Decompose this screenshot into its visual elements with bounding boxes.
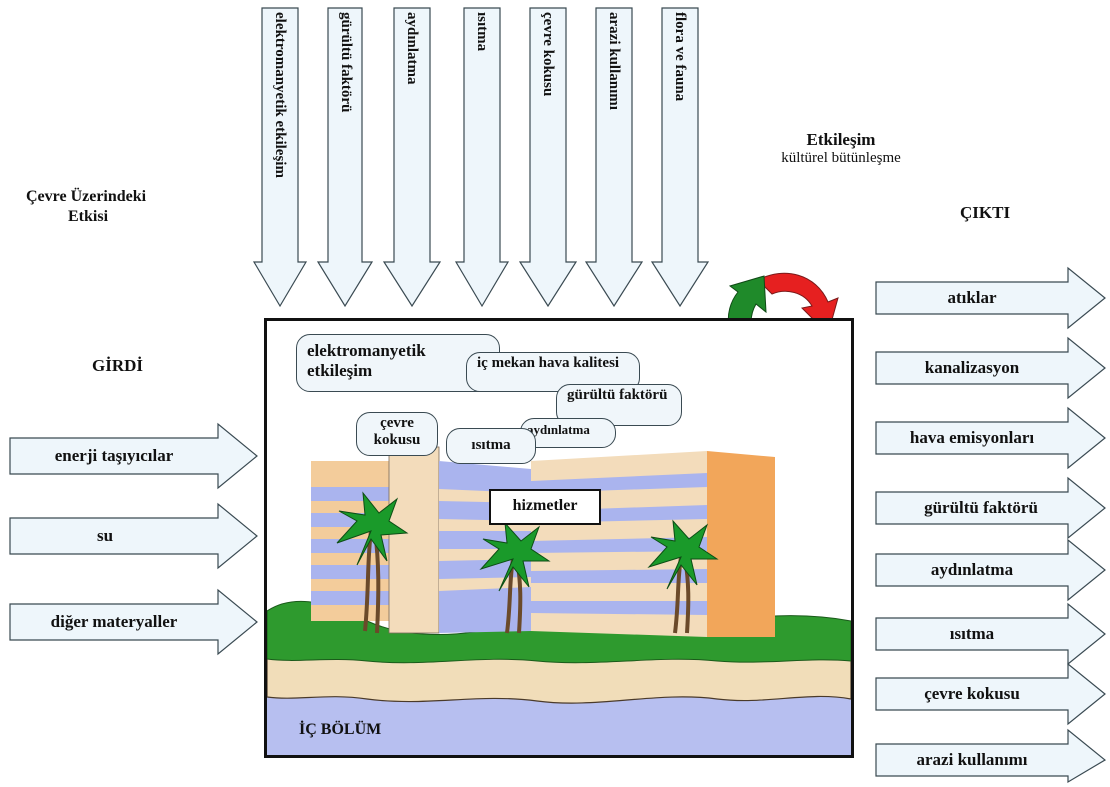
output-title: ÇIKTI xyxy=(960,203,1011,222)
top-arrow-6 xyxy=(584,7,644,308)
top-arrow-label-5: çevre kokusu xyxy=(540,12,556,97)
bubble-lighting: aydınlatma xyxy=(520,418,616,448)
bubble-lighting-text: aydınlatma xyxy=(527,422,590,437)
top-arrow-5 xyxy=(518,7,578,308)
top-arrow-4 xyxy=(454,7,510,308)
output-arrow-5 xyxy=(875,538,1106,602)
output-arrow-8 xyxy=(875,728,1107,784)
top-arrows xyxy=(252,7,710,308)
services-box: hizmetler xyxy=(489,489,601,525)
palm-tree-3 xyxy=(647,519,719,634)
output-label-3: hava emisyonları xyxy=(909,428,1035,447)
output-label-1: atıklar xyxy=(947,288,997,307)
interaction-title: Etkileşim xyxy=(806,130,876,149)
building-tower xyxy=(388,446,440,634)
interior-label: İÇ BÖLÜM xyxy=(299,721,382,738)
building-orange-end xyxy=(707,451,775,637)
output-arrow-3 xyxy=(875,406,1106,470)
top-arrow-label-6: arazi kullanımı xyxy=(606,12,622,110)
input-arrow-1 xyxy=(9,422,258,490)
input-arrow-2 xyxy=(9,502,258,570)
output-arrow-4 xyxy=(875,476,1106,540)
bubble-odor: çevre kokusu xyxy=(356,412,438,456)
input-label-3: diğer materyaller xyxy=(50,612,178,631)
bubble-indoor-air-text: iç mekan hava kalitesi xyxy=(477,355,620,371)
input-title: GİRDİ xyxy=(92,356,144,375)
bubble-heating: ısıtma xyxy=(446,428,536,464)
top-arrow-label-2: gürültü faktörü xyxy=(338,12,354,113)
bubble-odor-text: çevre kokusu xyxy=(373,415,421,448)
output-label-8: arazi kullanımı xyxy=(916,750,1028,769)
environment-impact-line1: Çevre Üzerindeki xyxy=(26,188,147,205)
top-arrow-7 xyxy=(650,7,710,308)
top-arrow-2 xyxy=(316,7,374,308)
building-scene xyxy=(267,446,851,755)
output-label-2: kanalizasyon xyxy=(924,358,1020,377)
input-label-1: enerji taşıyıcılar xyxy=(54,446,174,465)
top-arrow-3 xyxy=(382,7,442,308)
output-arrow-2 xyxy=(875,336,1106,400)
top-arrow-label-1: elektromanyetik etkileşim xyxy=(272,12,288,178)
interaction-title-block: Etkileşim kültürel bütünleşme xyxy=(736,130,946,167)
top-arrow-label-4: ısıtma xyxy=(474,12,490,52)
input-label-2: su xyxy=(96,526,114,545)
bubble-noise-text: gürültü faktörü xyxy=(567,387,668,403)
output-label-7: çevre kokusu xyxy=(924,684,1020,703)
palm-tree-2 xyxy=(479,521,551,634)
output-label-5: aydınlatma xyxy=(930,560,1014,579)
input-arrow-3 xyxy=(9,588,258,656)
environment-impact-title: Çevre Üzerindeki Etkisi xyxy=(26,187,146,227)
output-label-6: ısıtma xyxy=(949,624,995,643)
output-arrow-6 xyxy=(875,602,1106,666)
input-arrows xyxy=(9,422,258,656)
top-arrow-label-7: flora ve fauna xyxy=(672,12,688,102)
interaction-subtitle: kültürel bütünleşme xyxy=(781,150,901,166)
top-arrow-label-3: aydınlatma xyxy=(404,12,420,85)
bubble-electromagnetic-text: elektromanyetik etkileşim xyxy=(307,341,426,380)
grass xyxy=(267,600,851,664)
output-arrow-1 xyxy=(875,266,1106,330)
environment-impact-line2: Etkisi xyxy=(68,208,109,225)
bubble-heating-text: ısıtma xyxy=(471,437,511,453)
output-label-4: gürültü faktörü xyxy=(924,498,1038,517)
top-arrow-1 xyxy=(252,7,308,308)
output-arrow-7 xyxy=(875,662,1106,726)
palm-tree-1 xyxy=(336,491,409,634)
